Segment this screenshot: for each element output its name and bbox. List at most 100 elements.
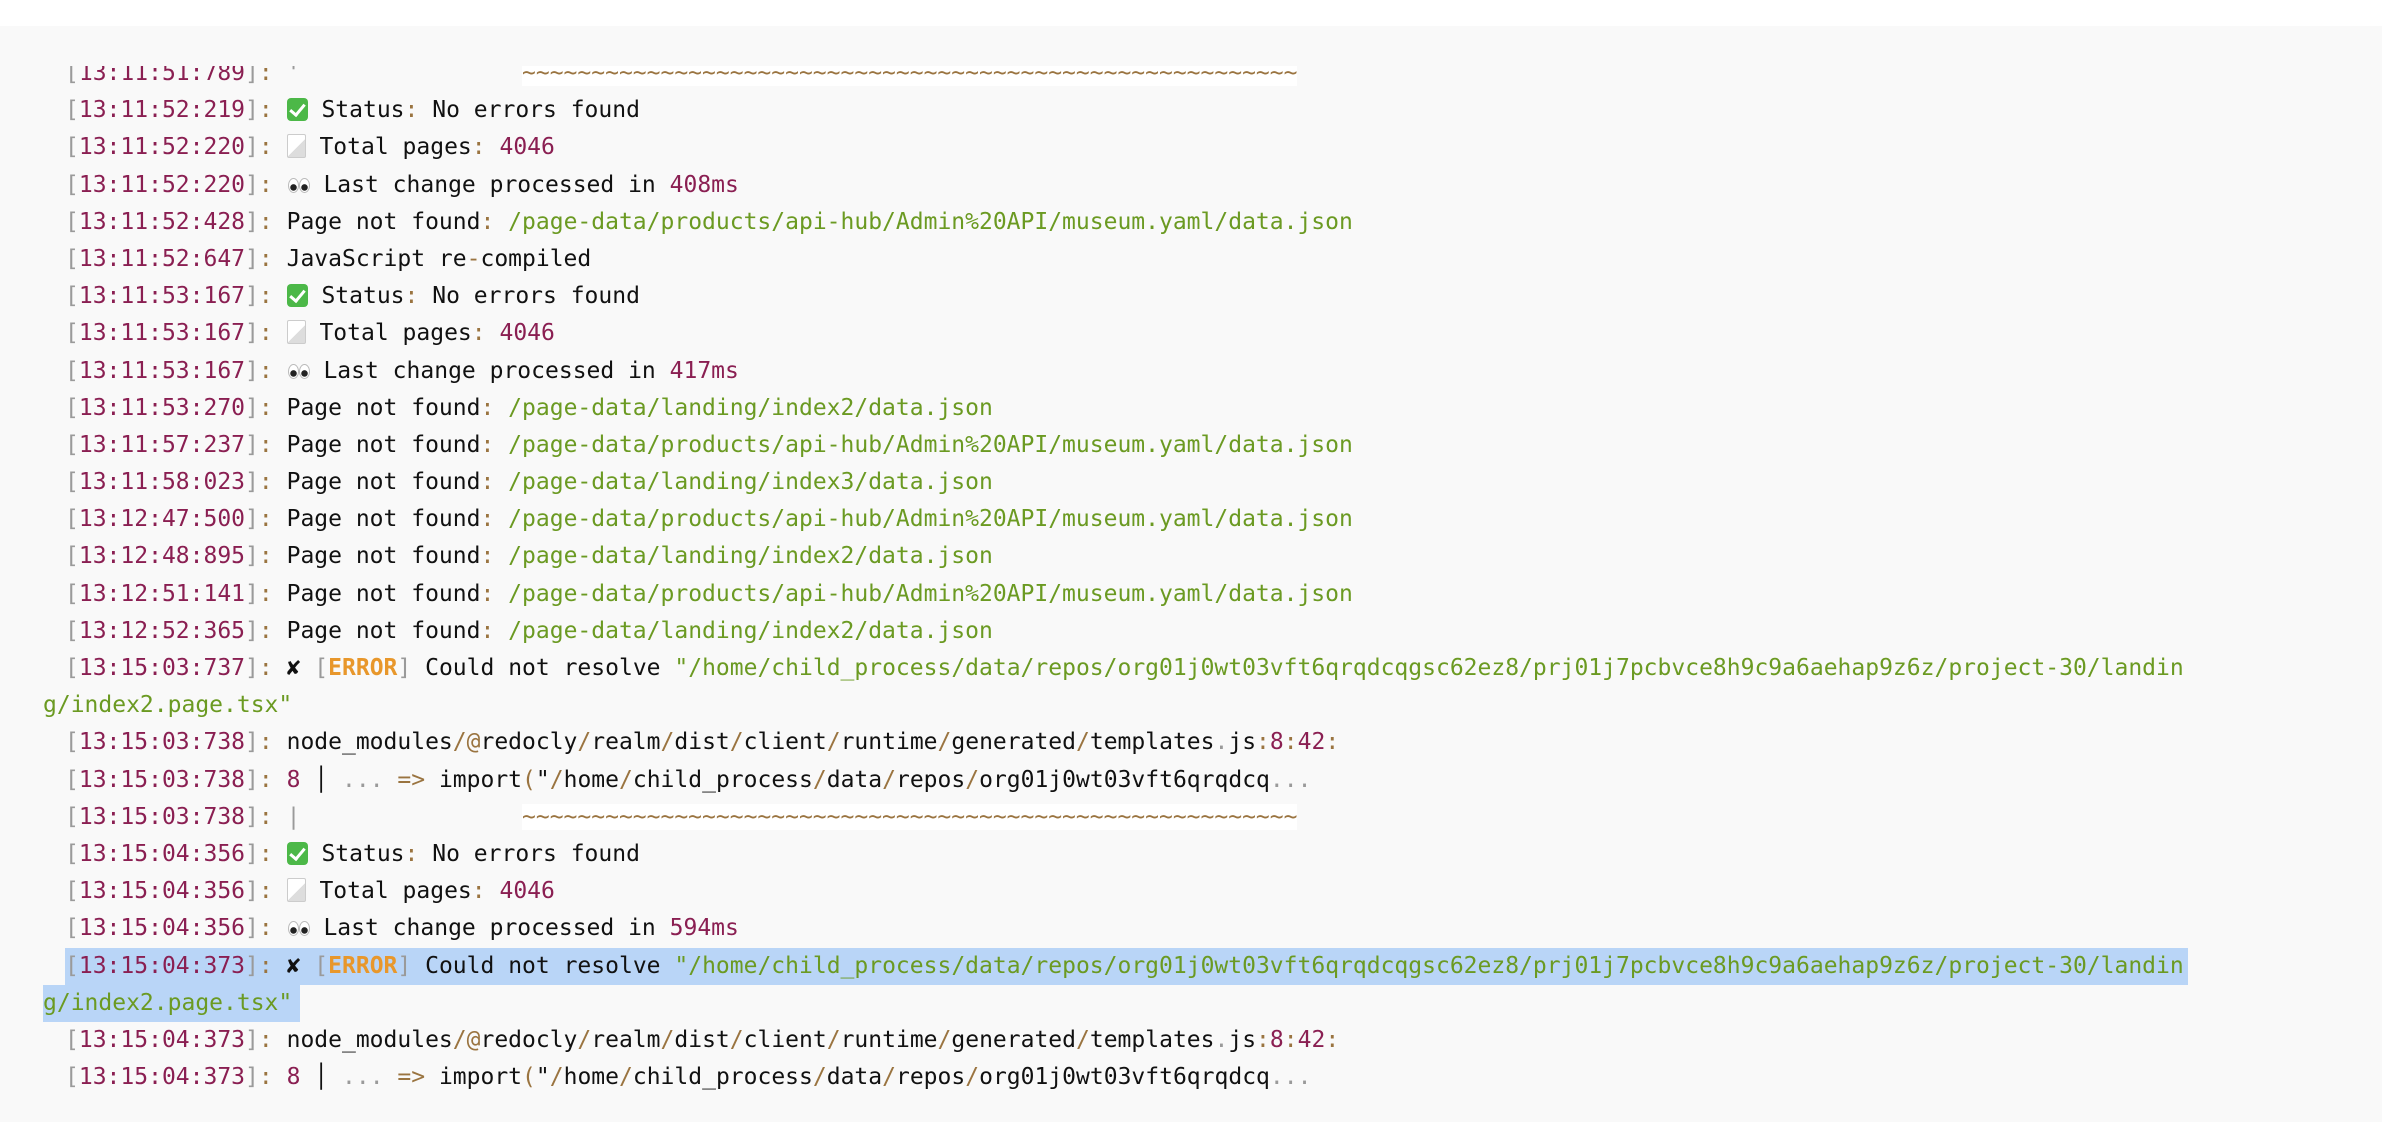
log-text: Total pages [305,320,472,347]
timestamp-bracket: ] [245,729,259,756]
log-text: home [563,766,619,793]
timestamp: 13:11:52:220 [78,171,246,198]
number-value: 4046 [485,878,555,905]
timestamp-bracket: ] [245,283,259,310]
path-text: /page-data/landing/index2/data.json [494,394,993,421]
check-mark-icon [286,284,308,308]
log-line: [13:15:04:356]: Last change processed in… [0,910,2188,947]
log-line-continuation: g/index2.page.tsx" [0,984,2188,1022]
log-text: / [937,1026,952,1053]
log-text: js [1228,1026,1257,1053]
log-text: ... [1269,766,1312,793]
timestamp-bracket: ] [245,878,259,905]
number-value: 4046 [485,134,555,161]
log-line: [13:15:03:738]: node_modules/@redocly/re… [0,724,2188,761]
log-text: . [1214,1026,1229,1053]
log-text: Page not found [286,617,481,644]
log-text: templates [1089,729,1215,756]
separator: : [258,915,287,942]
log-text: / [812,766,827,793]
separator: : [258,134,287,161]
path-text: "/home/child_process/data/repos/org01j0w… [674,952,2184,979]
log-text: ... [342,1064,384,1091]
log-text: : [471,878,486,905]
check-mark-icon [286,98,308,122]
log-text: ] [397,655,412,681]
log-text: JavaScript re [286,245,467,272]
timestamp-bracket: [ [65,655,79,681]
log-text: home [563,1064,619,1091]
timestamp: 13:15:04:373 [78,1026,246,1053]
log-text: / [965,1064,980,1091]
log-line: [13:15:03:737]: ✘ [ERROR] Could not reso… [0,650,2188,687]
log-text [300,804,522,830]
timestamp: 13:15:04:356 [78,840,246,867]
timestamp: 13:12:47:500 [78,506,246,533]
log-text [300,66,522,86]
log-text: No errors found [418,840,640,867]
log-text: => [383,766,439,793]
timestamp-bracket: ] [245,97,259,124]
log-text: runtime [840,729,938,756]
log-text: : [480,580,495,607]
timestamp-bracket: [ [65,580,79,607]
timestamp: 13:11:53:167 [78,357,246,384]
timestamp: 13:15:03:738 [78,803,246,830]
log-line: [13:11:51:789]: ' ~~~~~~~~~~~~~~~~~~~~~~… [0,66,2188,92]
timestamp-bracket: ] [245,506,259,533]
log-text: : [1325,1026,1340,1053]
log-text: ] [397,952,412,979]
log-line: [13:12:52:365]: Page not found: /page-da… [0,613,2188,650]
log-text: => [383,1064,439,1091]
timestamp-bracket: [ [65,915,79,942]
log-line: [13:11:57:237]: Page not found: /page-da… [0,427,2188,464]
log-line: [13:11:52:220]: Total pages: 4046 [0,129,2188,166]
log-text: . [1214,729,1229,756]
timestamp-bracket: ] [245,1064,259,1091]
log-text: org01j0wt03vft6qrqdcq [979,766,1270,793]
timestamp-bracket: [ [65,878,79,905]
separator: : [258,543,287,570]
timestamp: 13:11:51:789 [78,66,246,86]
timestamp: 13:11:52:220 [78,134,246,161]
timestamp-bracket: ] [245,803,259,830]
number-value: 8 [1269,1026,1284,1053]
separator: : [258,469,287,496]
log-text: : [1256,1026,1270,1053]
path-text: /page-data/products/api-hub/Admin%20API/… [494,506,1353,533]
log-text: / [826,729,841,756]
timestamp-bracket: [ [65,469,79,496]
log-text: / [619,1064,633,1091]
log-text: : [480,617,495,644]
log-text: data [826,1064,883,1091]
error-label: ERROR [328,655,398,681]
log-text: realm [591,729,661,756]
number-value: 42 [1297,1026,1326,1053]
log-text: │ [300,1064,342,1091]
timestamp: 13:11:52:219 [78,97,246,124]
timestamp-bracket: [ [65,431,79,458]
log-text: Page not found [286,543,481,570]
timestamp-bracket: ] [245,469,259,496]
log-viewport[interactable]: [13:11:51:789]: ' ~~~~~~~~~~~~~~~~~~~~~~… [0,66,2382,1091]
path-text: /page-data/products/api-hub/Admin%20API/… [494,580,1353,607]
timestamp-bracket: [ [65,543,79,570]
log-line: [13:11:52:428]: Page not found: /page-da… [0,204,2188,241]
log-text: Could not resolve [411,952,675,979]
timestamp: 13:15:03:738 [78,766,246,793]
timestamp-bracket: [ [65,134,79,161]
log-text: " [535,766,550,793]
log-text: : [480,506,495,533]
timestamp-bracket: ] [245,431,259,458]
console-log-panel[interactable]: [13:11:51:789]: ' ~~~~~~~~~~~~~~~~~~~~~~… [0,26,2382,1122]
log-text: │ [300,766,342,793]
path-text: /page-data/landing/index2/data.json [494,617,993,644]
number-value: 417ms [669,357,739,384]
log-text: templates [1089,1026,1215,1053]
log-text: ✘ [286,952,315,979]
page-icon [286,878,306,903]
separator: : [258,952,287,979]
log-text: import [438,1064,523,1091]
log-line: [13:11:52:647]: JavaScript re-compiled [0,241,2188,278]
log-text: /@ [452,1026,481,1053]
